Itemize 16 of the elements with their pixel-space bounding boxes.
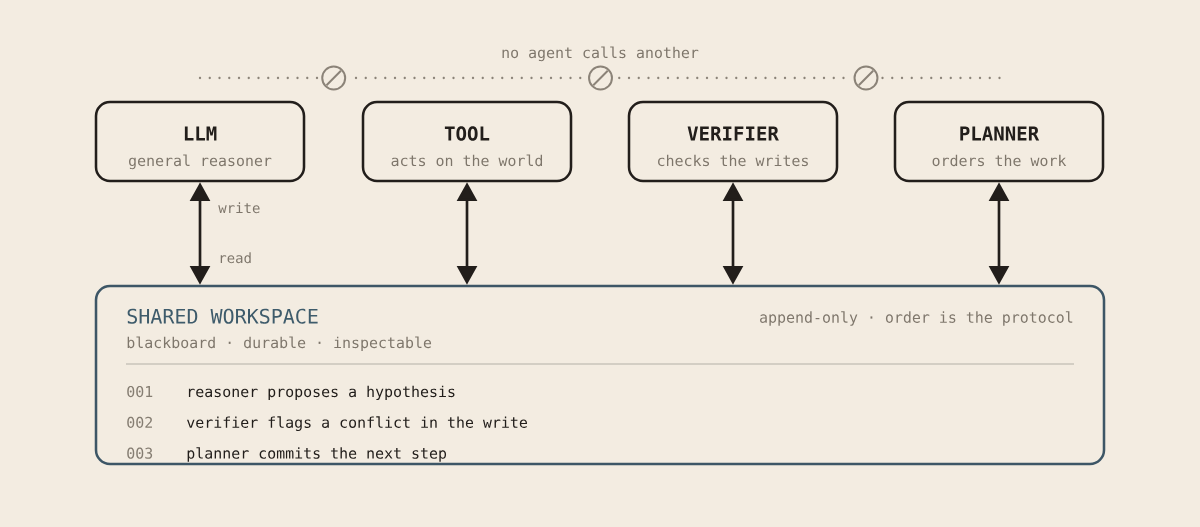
agent-box: LLM general reasoner	[94, 100, 306, 183]
panel-title: SHARED WORKSPACE	[127, 308, 318, 324]
arrow-note: read	[220, 252, 251, 264]
log-entry: verifier flags a conflict in the write	[187, 416, 527, 431]
agent-box: PLANNER orders the work	[893, 100, 1105, 183]
panel-subtitle: blackboard · durable · inspectable	[127, 336, 432, 352]
annotation: no agent calls another	[502, 46, 699, 62]
agent-box: TOOL acts on the world	[361, 100, 573, 183]
agent-box: VERIFIER checks the writes	[627, 100, 839, 183]
arrow-note: write	[218, 202, 260, 214]
log-entry: reasoner proposes a hypothesis	[188, 385, 455, 401]
panel-note: append-only · order is the protocol	[760, 311, 1073, 326]
row-number: 003	[127, 447, 153, 459]
log-entry: planner commits the next step	[187, 447, 447, 462]
row-number: 001	[127, 385, 153, 398]
row-number: 002	[127, 416, 152, 428]
